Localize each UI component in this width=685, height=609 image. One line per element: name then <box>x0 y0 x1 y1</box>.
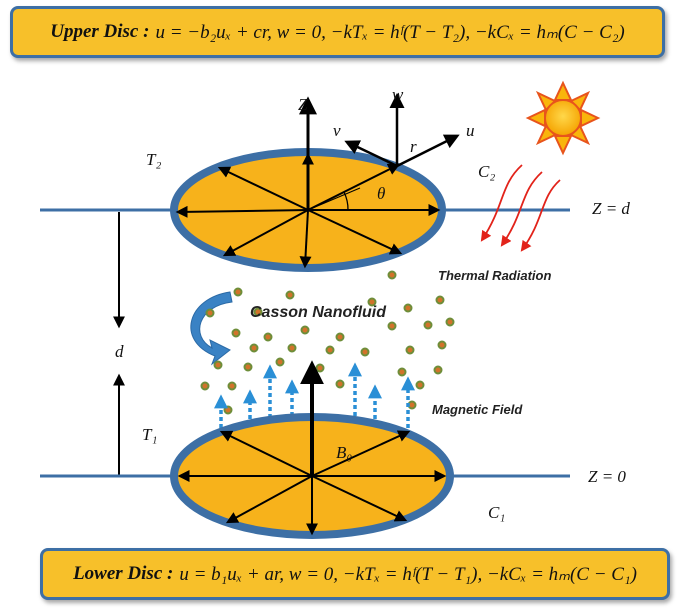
theta-label: θ <box>377 184 385 203</box>
upper-disc-boundary-box: Upper Disc : u = −b₂uₓ + cr, w = 0, −kTₓ… <box>10 6 665 58</box>
z-equals-d-label: Z = d <box>592 199 630 218</box>
upper-disc-equation: u = −b₂uₓ + cr, w = 0, −kTₓ = hᶠ(T − T₂)… <box>155 21 625 43</box>
thermal-radiation-arrows <box>480 164 561 252</box>
lower-disc-title: Lower Disc : <box>73 563 174 584</box>
thermal-radiation-label: Thermal Radiation <box>438 268 551 283</box>
c2-label: C₂ <box>478 162 495 181</box>
u-label: u <box>466 121 475 140</box>
z-axis-label: Z <box>298 95 308 114</box>
coordinate-triad <box>344 93 460 168</box>
upper-disc-title: Upper Disc : <box>50 21 150 42</box>
lower-disc-equation: u = b₁uₓ + ar, w = 0, −kTₓ = hᶠ(T − T₁),… <box>179 563 637 585</box>
sun-icon <box>525 80 601 156</box>
theta-reference-line <box>307 187 361 211</box>
lower-disc-radial-arrows <box>177 430 447 536</box>
r-label: r <box>410 137 417 156</box>
theta-arc <box>343 191 349 211</box>
nanoparticles <box>200 270 455 415</box>
z-equals-0-label: Z = 0 <box>588 467 626 486</box>
b0-label: B₀ <box>336 443 352 462</box>
rotation-arrow-icon <box>190 291 233 366</box>
w-label: w <box>392 85 404 104</box>
casson-nanofluid-label: Casson Nanofluid <box>250 304 387 321</box>
c1-label: C₁ <box>488 503 505 522</box>
v-label: v <box>333 121 341 140</box>
t2-label: T₂ <box>146 150 161 169</box>
t1-label: T₁ <box>142 425 157 444</box>
lower-disc-boundary-box: Lower Disc : u = b₁uₓ + ar, w = 0, −kTₓ … <box>40 548 670 600</box>
d-label: d <box>115 342 124 361</box>
magnetic-field-label: Magnetic Field <box>432 402 523 417</box>
